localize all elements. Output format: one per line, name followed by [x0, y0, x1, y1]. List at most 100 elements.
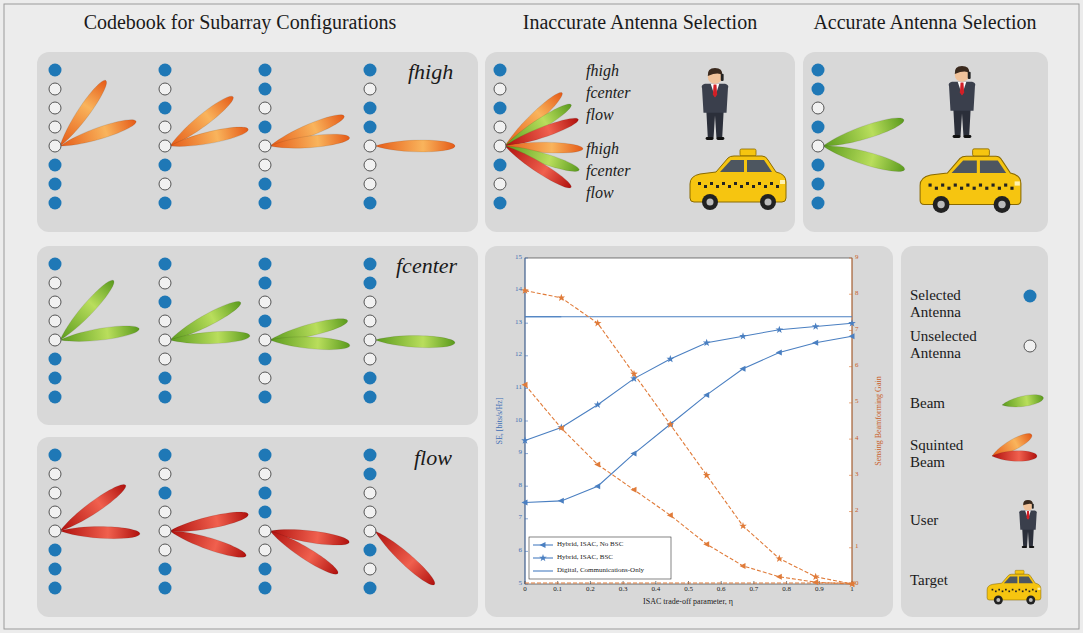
selected-antenna [49, 544, 62, 557]
unselected-antenna [159, 121, 171, 133]
selected-antenna [364, 544, 377, 557]
unselected-antenna [259, 140, 271, 152]
unselected-antenna [364, 334, 376, 346]
selected-antenna [494, 159, 507, 172]
unselected-antenna [49, 102, 61, 114]
roof-sign [973, 149, 990, 156]
unselected-antenna [159, 525, 171, 537]
beam-lobe [58, 116, 138, 152]
checker [960, 187, 963, 190]
selected-antenna [364, 121, 377, 134]
marker-star [521, 287, 529, 294]
selected-antenna [364, 468, 377, 481]
wheel [994, 196, 1011, 213]
selected-antenna [49, 197, 62, 210]
tick-label: 6 [855, 362, 859, 370]
checker [1022, 590, 1024, 592]
selected-antenna [494, 64, 507, 77]
marker-star [739, 332, 747, 339]
shirt [1025, 511, 1031, 520]
frequency-label: fhigh [586, 62, 619, 80]
selected-antenna [49, 391, 62, 404]
tick [849, 547, 852, 548]
unselected-antenna [364, 525, 376, 537]
tick [849, 366, 852, 367]
unselected-antenna [49, 468, 61, 480]
selected-antenna [159, 372, 172, 385]
marker-star [776, 326, 784, 333]
selected-antenna [364, 102, 377, 115]
checker [998, 187, 1001, 190]
unselected-antenna [49, 296, 61, 308]
unselected-antenna [49, 487, 61, 499]
hub [765, 199, 772, 206]
beam-lobe [59, 323, 140, 346]
selected-antenna [159, 487, 172, 500]
unselected-antenna [364, 563, 376, 575]
tick-label: 7 [855, 326, 859, 334]
checker [992, 184, 995, 187]
checker [973, 187, 976, 190]
marker-star [594, 401, 602, 408]
selected-antenna [259, 83, 272, 96]
marker-triangle [558, 498, 564, 504]
unselected-antenna [159, 334, 171, 346]
tie [960, 83, 964, 96]
selected-antenna [494, 102, 507, 115]
axis-title: Sensing Beamforming Gain [875, 376, 884, 465]
marker-triangle [812, 340, 818, 346]
legend-text: Target [910, 572, 980, 589]
tick [525, 486, 528, 487]
frequency-label: fhigh [408, 60, 453, 84]
hair [1023, 500, 1033, 505]
checker [966, 184, 969, 187]
panel-background [803, 52, 1048, 232]
selected-antenna [1024, 290, 1037, 303]
beam-lobe [821, 140, 906, 176]
beam-lobe [992, 451, 1037, 462]
selected-antenna [259, 487, 272, 500]
selected-antenna [259, 178, 272, 191]
panel-background [485, 52, 795, 232]
tick-label: 10 [515, 417, 522, 425]
data-curve [525, 316, 852, 317]
checker [985, 187, 988, 190]
checker [1029, 590, 1031, 592]
selected-antenna [159, 582, 172, 595]
tick [525, 258, 528, 259]
shoe [706, 137, 714, 140]
tick-label: 0.4 [651, 586, 660, 594]
tick-label: 4 [855, 435, 859, 443]
selected-antenna [49, 178, 62, 191]
selected-antenna [159, 296, 172, 309]
wheel [1026, 596, 1035, 605]
panel-background [37, 437, 478, 617]
phone [1032, 504, 1034, 509]
marker-triangle [703, 392, 709, 398]
unselected-antenna [364, 353, 376, 365]
beam-lobe [168, 525, 248, 561]
legs [1022, 529, 1034, 547]
selected-antenna [259, 449, 272, 462]
unselected-antenna [159, 506, 171, 518]
checker [1025, 589, 1027, 591]
unselected-antenna [159, 468, 171, 480]
hub [998, 201, 1005, 208]
unselected-antenna [49, 277, 61, 289]
marker-triangle [631, 487, 637, 493]
unselected-antenna [159, 83, 171, 95]
tick-label: 0 [523, 586, 527, 594]
wheel [994, 596, 1003, 605]
tick-label: 2 [855, 507, 859, 515]
panel: fcenter [37, 246, 478, 425]
tick-label: 0.5 [684, 586, 693, 594]
tick-label: 0.1 [553, 586, 562, 594]
beam-lobe [270, 334, 351, 351]
checker [1005, 589, 1007, 591]
unselected-antenna [364, 159, 376, 171]
unselected-antenna [259, 525, 271, 537]
wheel [760, 194, 776, 210]
shoe [1029, 546, 1034, 548]
beam-lobe [60, 525, 140, 540]
selected-antenna [364, 391, 377, 404]
